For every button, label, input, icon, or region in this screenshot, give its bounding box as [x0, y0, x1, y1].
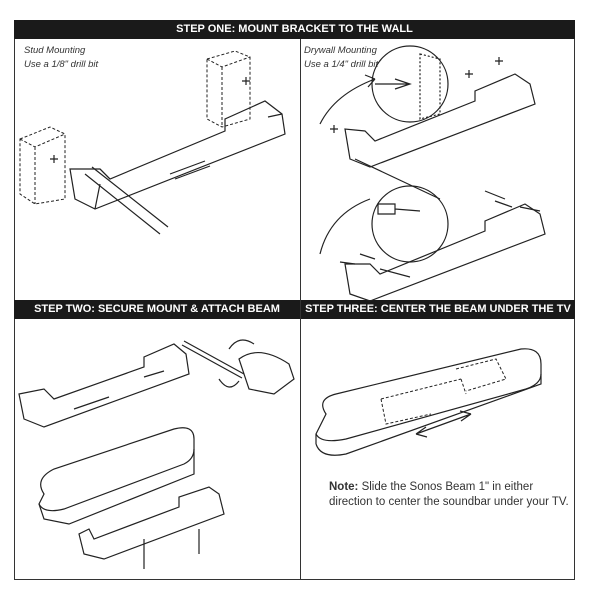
panel-divider	[300, 39, 301, 580]
secure-mount-illustration	[18, 339, 295, 569]
center-beam-illustration	[315, 348, 542, 456]
stud-heading: Stud Mounting	[24, 45, 86, 56]
drywall-instruction: Use a 1/4" drill bit	[304, 59, 379, 70]
step-one-header: STEP ONE: MOUNT BRACKET TO THE WALL	[14, 20, 575, 39]
stud-mounting-illustration	[19, 50, 286, 235]
drywall-mounting-illustration	[319, 45, 546, 302]
step-two-header: STEP TWO: SECURE MOUNT & ATTACH BEAM	[14, 300, 300, 319]
drywall-mounting-caption: Drywall Mounting Use a 1/4" drill bit	[304, 44, 378, 72]
step-three-header: STEP THREE: CENTER THE BEAM UNDER THE TV	[301, 300, 575, 319]
note-label: Note:	[329, 481, 359, 493]
stud-instruction: Use a 1/8" drill bit	[24, 59, 99, 70]
note-text: Slide the Sonos Beam 1" in either direct…	[329, 481, 569, 508]
centering-note: Note: Slide the Sonos Beam 1" in either …	[329, 480, 579, 510]
drywall-heading: Drywall Mounting	[304, 45, 377, 56]
stud-mounting-caption: Stud Mounting Use a 1/8" drill bit	[24, 44, 98, 72]
